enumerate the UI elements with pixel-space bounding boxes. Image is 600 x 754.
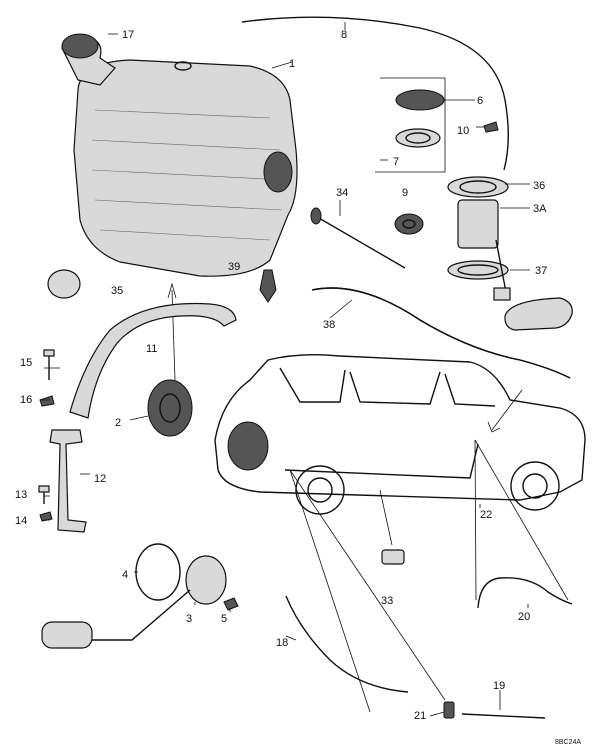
- clip: [483, 121, 499, 133]
- pipe-clip: [381, 549, 405, 565]
- label-7: 7: [393, 156, 399, 168]
- sealing-ring: [395, 89, 445, 111]
- label-17: 17: [122, 29, 134, 41]
- grommet-ring: [147, 379, 193, 437]
- label-33: 33: [381, 595, 393, 607]
- fuel-pipe-end: [461, 713, 546, 719]
- fuel-pipe-long: [241, 16, 509, 171]
- label-3: 3: [186, 613, 192, 625]
- washer-upper: [39, 395, 55, 407]
- label-14: 14: [15, 515, 27, 527]
- bolt-lower: [38, 485, 50, 504]
- label-22: 22: [480, 509, 492, 521]
- label-21: 21: [414, 710, 426, 722]
- sender-gasket: [135, 543, 181, 601]
- label-34: 34: [336, 187, 348, 199]
- car-outline: [214, 353, 586, 515]
- tank-sender-unit: [447, 176, 573, 331]
- tank-bracket: [49, 429, 87, 533]
- label-15: 15: [20, 357, 32, 369]
- tank-strap: [69, 302, 237, 419]
- filler-neck: [61, 33, 116, 86]
- leader-lines: [42, 22, 569, 717]
- label-36: 36: [533, 180, 545, 192]
- label-3a: 3A: [533, 203, 547, 215]
- label-19: 19: [493, 680, 505, 692]
- label-11: 11: [146, 343, 157, 355]
- seal-group-bracket: [375, 77, 446, 173]
- grommet: [394, 213, 424, 235]
- label-16: 16: [20, 394, 32, 406]
- fuel-tank: [73, 59, 298, 277]
- label-9: 9: [402, 187, 408, 199]
- bolt-upper: [43, 349, 55, 380]
- label-10: 10: [457, 125, 469, 137]
- label-13: 13: [15, 489, 27, 501]
- washer-lower: [39, 511, 53, 522]
- breather-valve: [259, 269, 277, 303]
- label-18: 18: [276, 637, 288, 649]
- label-1: 1: [289, 58, 295, 70]
- label-35: 35: [111, 285, 123, 297]
- blanking-cap: [47, 269, 81, 299]
- part-labels: 17 1 8 6 10 7 9 34 36 3A 37 39 35 38 11 …: [15, 29, 581, 746]
- pipe-end-clip: [443, 701, 455, 719]
- drain-tube: [310, 207, 406, 269]
- label-12: 12: [94, 473, 106, 485]
- label-6: 6: [477, 95, 483, 107]
- label-37: 37: [535, 265, 547, 277]
- label-5: 5: [221, 613, 227, 625]
- label-38: 38: [323, 319, 335, 331]
- label-4: 4: [122, 569, 128, 581]
- fuel-pipe-rear: [477, 577, 573, 609]
- fuel-pipe-front: [285, 595, 409, 693]
- nut: [223, 597, 239, 611]
- fuel-gauge-sender: [41, 555, 227, 649]
- label-39: 39: [228, 261, 240, 273]
- label-20: 20: [518, 611, 530, 623]
- gasket: [395, 128, 441, 148]
- label-8: 8: [341, 29, 347, 41]
- diagram-code: 8BC24A: [555, 739, 581, 746]
- label-2: 2: [115, 417, 121, 429]
